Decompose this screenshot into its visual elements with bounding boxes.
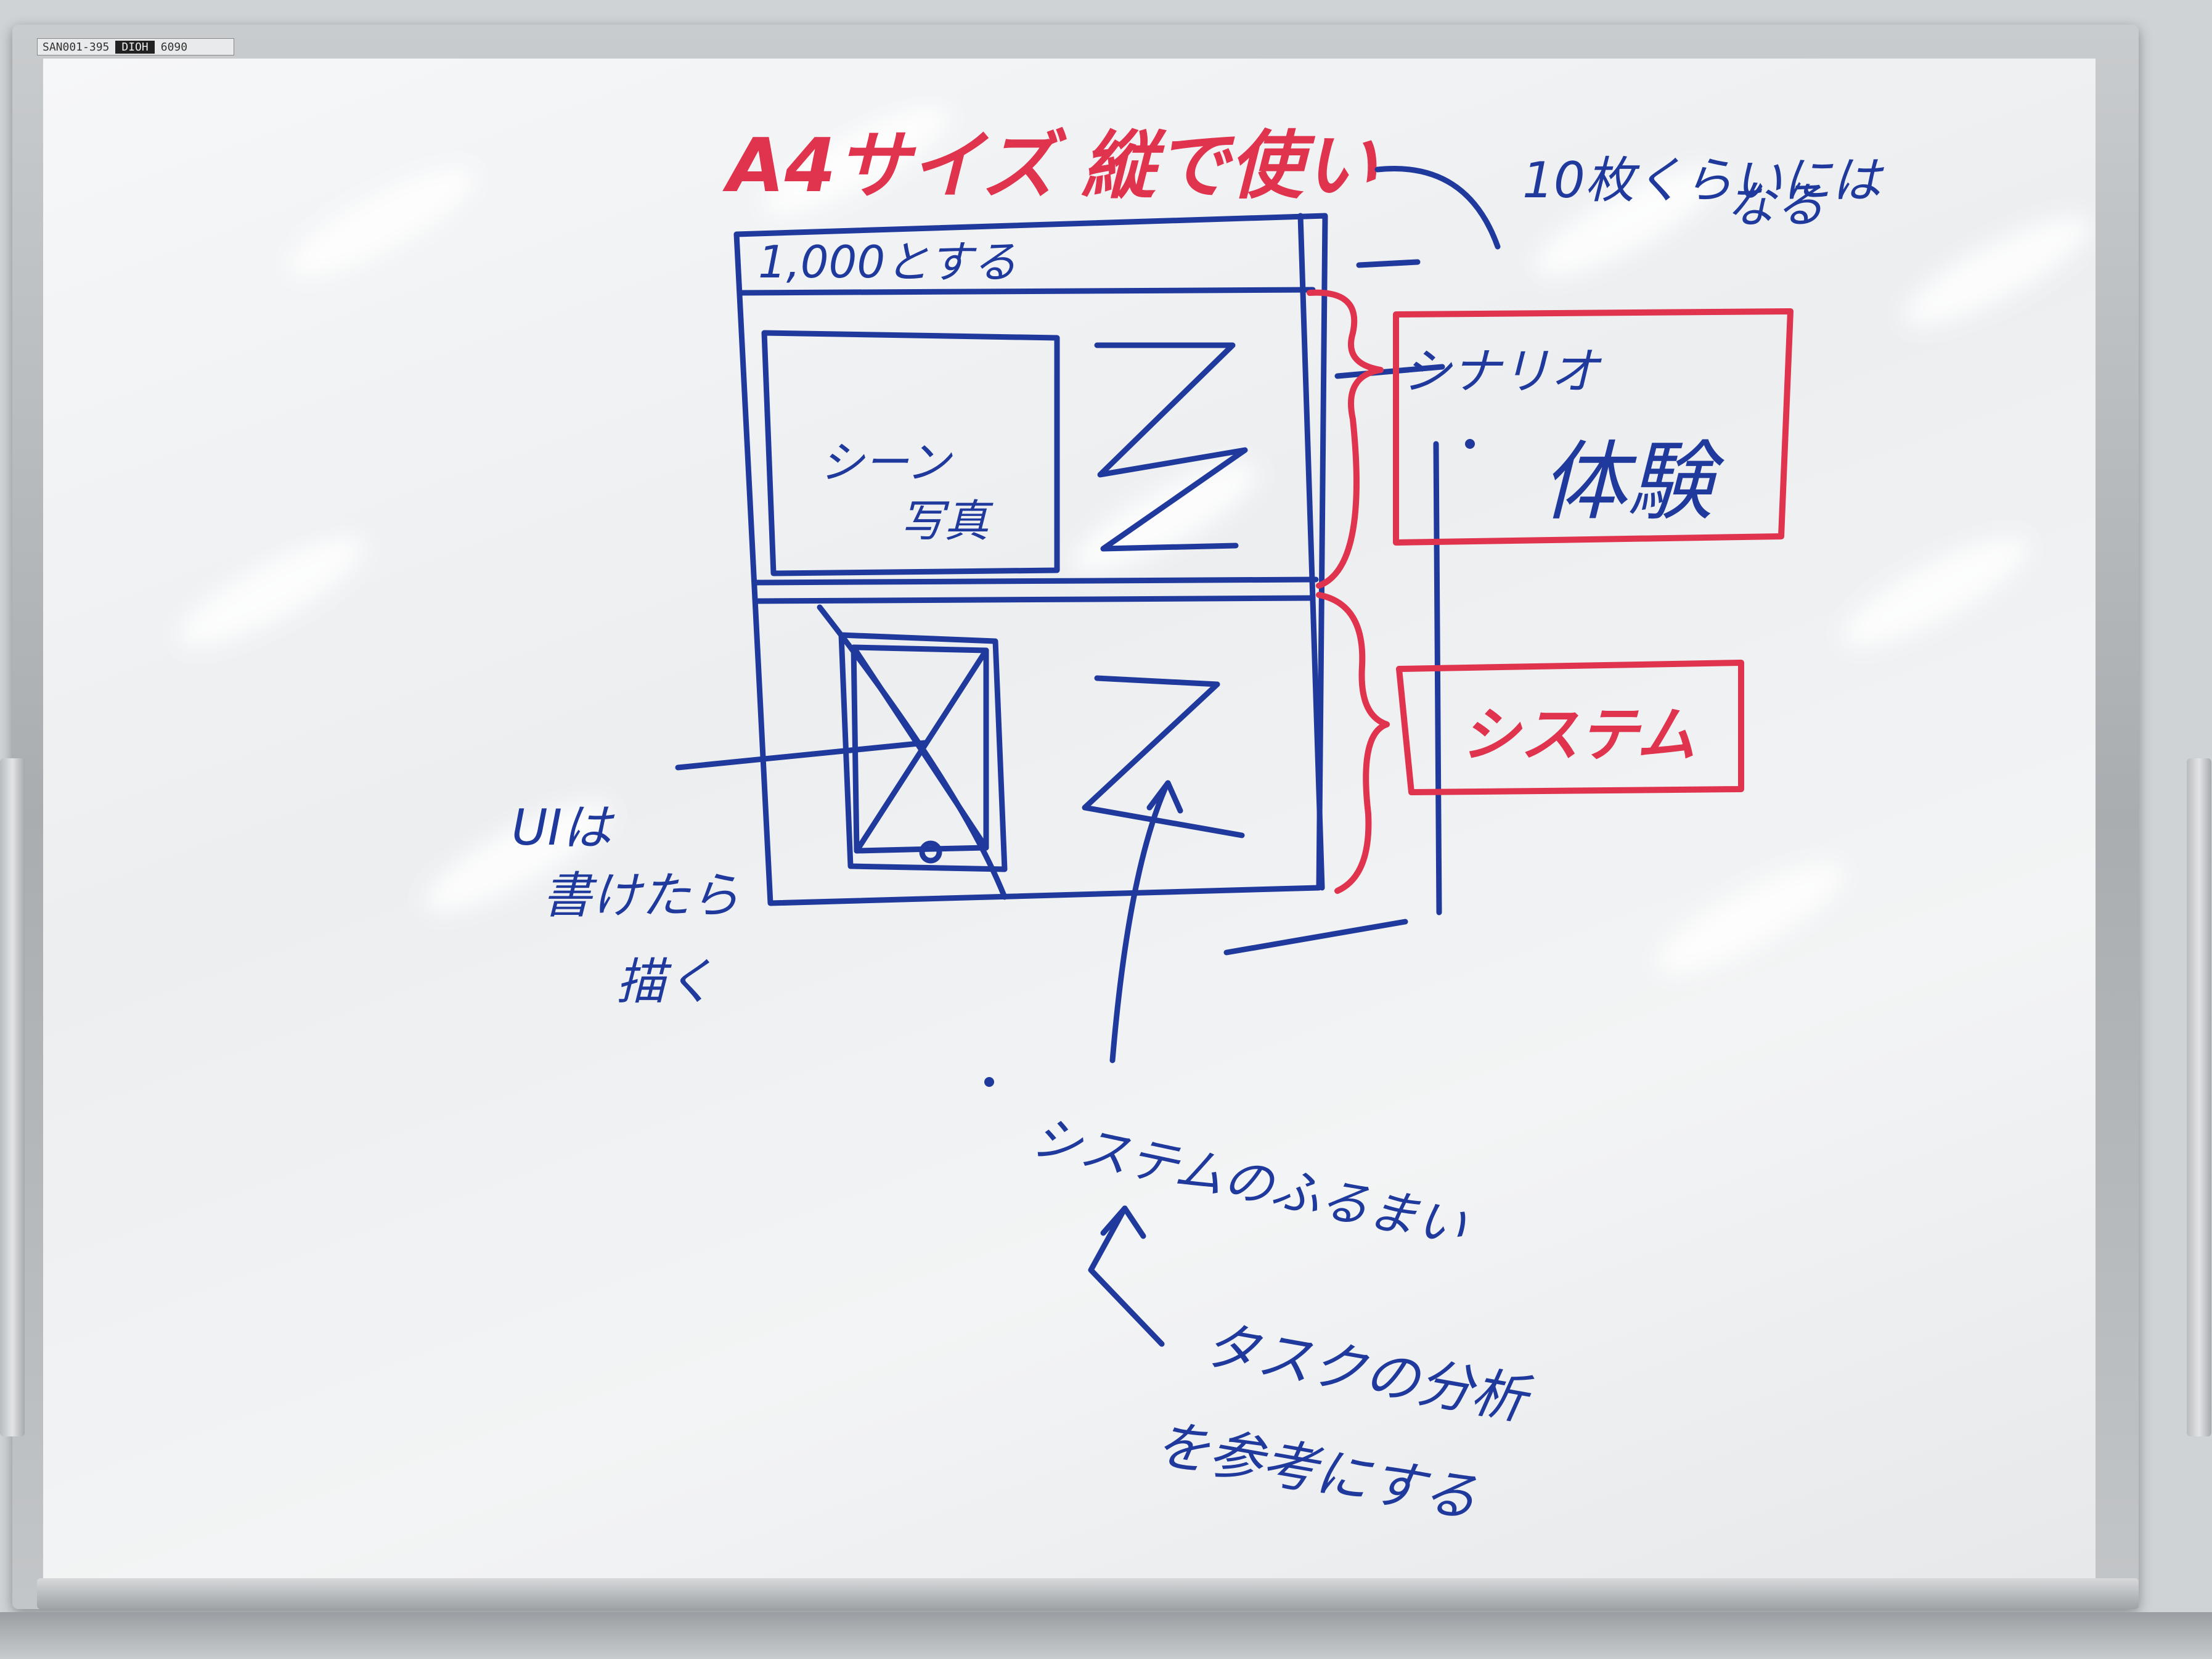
- title-a4-portrait: A4サイズ 縦で使い: [722, 123, 1377, 209]
- scenario-bracket-line: [1433, 441, 1442, 916]
- scenario-label: シナリオ: [1402, 343, 1602, 400]
- behavior-arrow-head: [1146, 780, 1183, 814]
- board-label-right: 6090: [160, 40, 188, 54]
- page-bottom-tick: [1223, 919, 1408, 956]
- scene-photo-frame: [761, 330, 1060, 576]
- ui-note-line2: 書けたら: [542, 867, 740, 924]
- page-header-divider: [737, 287, 1316, 296]
- ui-note-pointer: [675, 740, 928, 771]
- board-label-left: SAN001-395: [43, 40, 110, 54]
- scenario-text-lines: [1094, 342, 1248, 552]
- ui-sketch-stroke: [817, 604, 1008, 900]
- experience-box: [1393, 308, 1794, 546]
- marker-tray: [37, 1578, 2139, 1609]
- scene-photo-line1: シーン: [820, 436, 953, 488]
- task-arrow-line: [1088, 1205, 1165, 1347]
- board-label-middle: DIOH: [115, 40, 155, 54]
- floor: [0, 1612, 2212, 1659]
- left-stand: [0, 758, 25, 1436]
- page-top-tick: [1356, 259, 1421, 268]
- page-right-edge: [1297, 213, 1325, 891]
- task-analysis-line1: タスクの分析: [1199, 1313, 1537, 1433]
- system-text-lines: [1082, 675, 1245, 838]
- system-label: システム: [1461, 700, 1696, 769]
- behavior-arrow-line: [1109, 786, 1168, 1063]
- system-brace: [1316, 592, 1390, 894]
- system-box: [1396, 660, 1744, 795]
- scene-divider: [752, 576, 1319, 586]
- right-stand: [2187, 758, 2211, 1436]
- scenario-pointer: [1334, 364, 1445, 379]
- experience-brace: [1307, 289, 1384, 589]
- board-label-strip: SAN001-395 DIOH 6090: [37, 38, 234, 55]
- header-box-text: 1,000とする: [758, 236, 1017, 288]
- experience-label: 体験: [1541, 432, 1724, 533]
- count-note-bracket: [1374, 166, 1501, 250]
- ui-sketch-home-button: [919, 840, 942, 864]
- ui-sketch-frame: [838, 632, 1008, 872]
- section-divider: [755, 595, 1316, 604]
- behavior-label: システムのふるまい: [1027, 1108, 1471, 1256]
- task-arrow-head: [1100, 1205, 1146, 1239]
- count-note-line2: なる: [1726, 176, 1824, 234]
- page-outline: [733, 213, 1328, 906]
- ui-note-line3: 描く: [616, 953, 715, 1010]
- count-note-line1: 10枚くらいには: [1522, 152, 1885, 209]
- scene-photo-line2: 写真: [900, 495, 994, 547]
- ui-note-line1: UIは: [512, 799, 615, 856]
- task-analysis-line2: を参考にする: [1150, 1411, 1482, 1530]
